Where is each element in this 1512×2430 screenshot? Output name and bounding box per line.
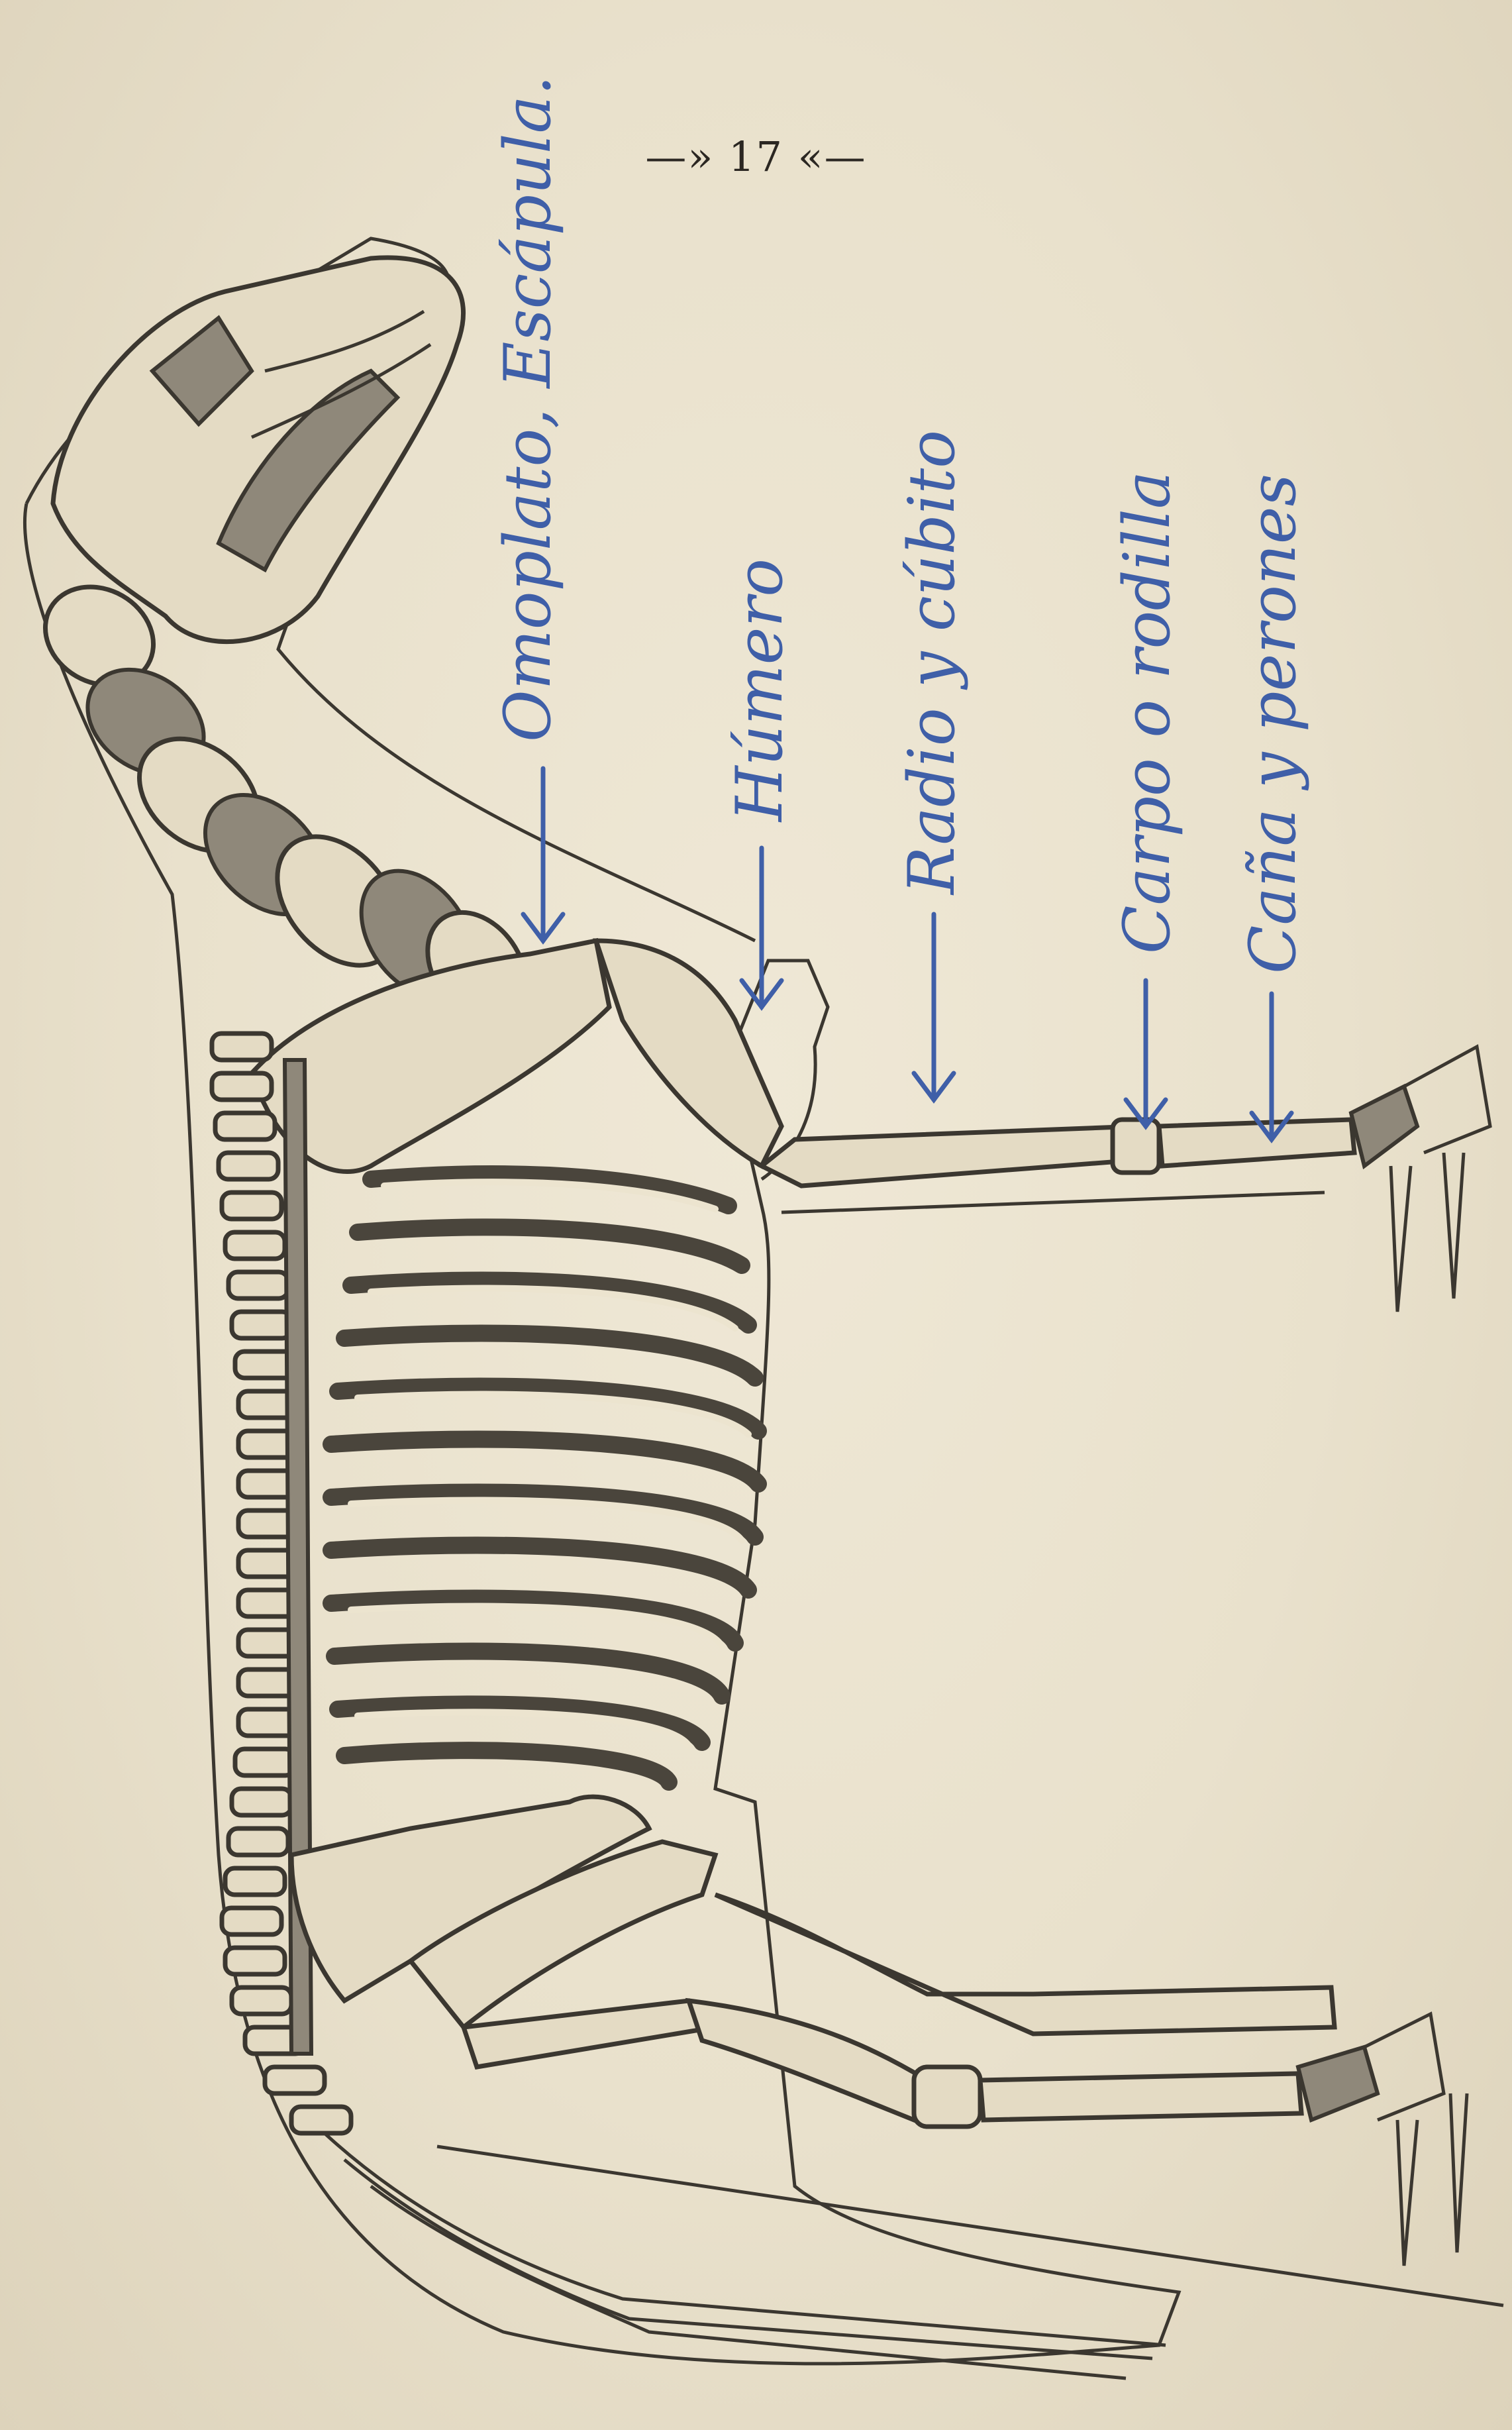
humerus — [596, 941, 781, 1166]
rib-cage — [331, 1174, 758, 1782]
plumb-line — [437, 2146, 1503, 2305]
label-carpus: Carpo o rodilla — [1110, 471, 1184, 954]
foreleg — [762, 1047, 1490, 1312]
tail — [325, 2133, 1166, 2378]
skull — [53, 258, 464, 642]
label-cannon: Caña y perones — [1236, 474, 1310, 974]
label-scapula: Omoplato, Escápula. — [491, 76, 565, 742]
label-humerus: Húmero — [723, 558, 797, 823]
label-radius-ulna: Radio y cúbito — [895, 430, 969, 896]
hind-leg — [411, 1842, 1467, 2266]
